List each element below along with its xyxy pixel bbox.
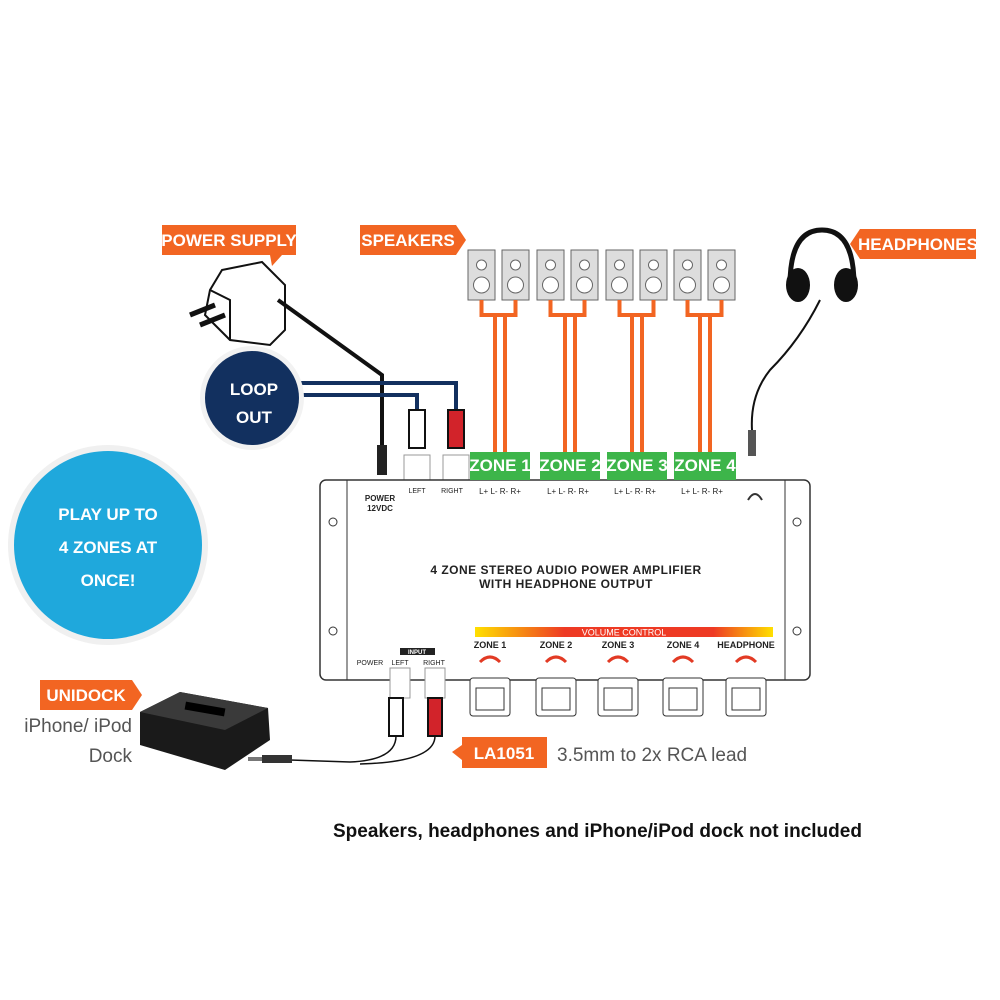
zone-label: ZONE 3 — [606, 456, 667, 475]
svg-text:LA1051: LA1051 — [474, 744, 534, 763]
knob-label: ZONE 3 — [602, 640, 635, 650]
lead-description: 3.5mm to 2x RCA lead — [557, 745, 747, 766]
loop-left-label: LEFT — [408, 488, 426, 495]
svg-text:HEADPHONES: HEADPHONES — [858, 235, 978, 254]
loop-out-badge: LOOP OUT — [200, 346, 304, 450]
mini-jack-plug-icon — [262, 755, 292, 763]
headphones-label: HEADPHONES — [850, 229, 978, 259]
speaker-icon — [536, 249, 565, 301]
unidock-label: UNIDOCK — [40, 680, 142, 710]
zone-1-terminal: ZONE 1 — [469, 452, 531, 480]
volume-knob-1[interactable]: ZONE 1 — [469, 640, 511, 717]
speaker-wire — [685, 300, 724, 452]
zone-label: ZONE 1 — [469, 456, 530, 475]
speakers — [467, 249, 736, 452]
input-left-jack — [389, 667, 411, 699]
input-label: INPUT — [408, 650, 426, 656]
rca-plug-red-icon — [442, 409, 470, 481]
svg-text:SPEAKERS: SPEAKERS — [361, 231, 455, 250]
headphones-icon — [748, 227, 858, 456]
zone-2-terminals: L+ L- R- R+ — [547, 487, 589, 496]
volume-knob-2[interactable]: ZONE 2 — [535, 640, 577, 717]
speaker-icon — [467, 249, 496, 301]
rca-lead-red-plug-icon — [427, 697, 443, 737]
zone-label: ZONE 4 — [674, 456, 736, 475]
speaker-icon — [605, 249, 634, 301]
speakers-label: SPEAKERS — [360, 225, 466, 255]
zone-3-terminals: L+ L- R- R+ — [614, 487, 656, 496]
speaker-icon — [570, 249, 599, 301]
amplifier-body: POWER 12VDC LEFT RIGHT L+ L- R- R+ L+ L-… — [319, 479, 811, 681]
dc-plug-icon — [377, 445, 387, 475]
knob-label: ZONE 2 — [540, 640, 573, 650]
speaker-wire — [548, 300, 587, 452]
knob-label: HEADPHONE — [717, 640, 775, 650]
volume-control-label: VOLUME CONTROL — [582, 628, 667, 638]
amplifier-title-line-2: WITH HEADPHONE OUTPUT — [479, 577, 653, 591]
headphone-jack-icon — [747, 493, 763, 501]
volume-control-bar — [475, 627, 773, 637]
zone-4-terminals: L+ L- R- R+ — [681, 487, 723, 496]
loop-right-label: RIGHT — [441, 488, 464, 495]
promo-line-1: PLAY UP TO — [58, 505, 158, 524]
zone-label: ZONE 2 — [539, 456, 600, 475]
unidock-desc-line-2: Dock — [89, 746, 133, 767]
input-right-jack — [424, 667, 446, 699]
loop-out-cable-left — [300, 393, 419, 410]
lead-code-label: LA1051 — [452, 737, 547, 768]
power-jack-label: POWER — [365, 494, 395, 503]
speaker-wire — [617, 300, 656, 452]
loop-out-line-1: LOOP — [230, 380, 278, 399]
zone-1-terminals: L+ L- R- R+ — [479, 487, 521, 496]
front-power-label: POWER — [357, 660, 383, 667]
rca-lead-cable — [289, 735, 397, 763]
input-label-bg — [400, 648, 435, 655]
front-left-label: LEFT — [391, 660, 409, 667]
knob-label: ZONE 4 — [667, 640, 700, 650]
loop-out-line-2: OUT — [236, 408, 273, 427]
speaker-icon — [639, 249, 668, 301]
speaker-icon — [707, 249, 736, 301]
rca-plug-white-icon — [403, 409, 431, 481]
zone-2-terminal: ZONE 2 — [539, 452, 601, 480]
loop-out-cable-right — [300, 381, 458, 410]
svg-text:POWER SUPPLY: POWER SUPPLY — [161, 231, 297, 250]
volume-knob-4[interactable]: ZONE 4 — [662, 640, 704, 717]
zone-4-terminal: ZONE 4 — [674, 452, 736, 480]
volume-knob-3[interactable]: ZONE 3 — [597, 640, 639, 717]
unidock-desc-line-1: iPhone/ iPod — [24, 716, 132, 737]
svg-text:UNIDOCK: UNIDOCK — [46, 686, 126, 705]
promo-line-3: ONCE! — [81, 571, 136, 590]
power-jack-voltage: 12VDC — [367, 504, 393, 513]
promo-badge: PLAY UP TO 4 ZONES AT ONCE! — [8, 445, 208, 645]
knob-label: ZONE 1 — [474, 640, 507, 650]
amplifier-title-line-1: 4 ZONE STEREO AUDIO POWER AMPLIFIER — [430, 563, 701, 577]
front-right-label: RIGHT — [423, 660, 446, 667]
promo-line-2: 4 ZONES AT — [59, 538, 158, 557]
power-supply-icon — [189, 260, 286, 347]
power-supply-label: POWER SUPPLY — [161, 225, 297, 266]
speaker-icon — [501, 249, 530, 301]
iphone-dock-icon — [140, 692, 270, 770]
power-cable — [276, 298, 384, 450]
speaker-icon — [673, 249, 702, 301]
footer-note: Speakers, headphones and iPhone/iPod doc… — [333, 821, 862, 842]
volume-knob-5[interactable]: HEADPHONE — [717, 640, 775, 717]
speaker-wire — [479, 300, 518, 452]
zone-3-terminal: ZONE 3 — [606, 452, 668, 480]
rca-lead-white-plug-icon — [388, 697, 404, 737]
